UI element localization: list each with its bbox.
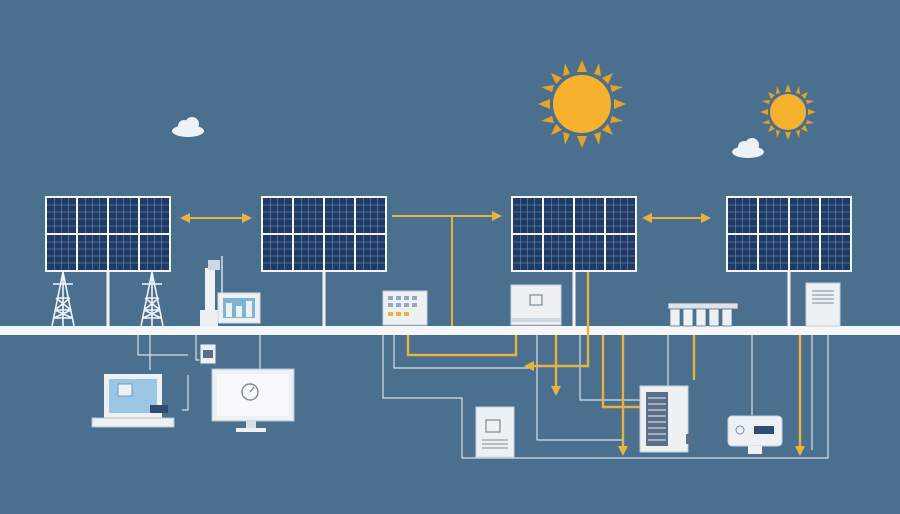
gauge-icon: [241, 383, 259, 401]
inverter-icon: [510, 284, 562, 326]
transmission-tower-icon: [51, 271, 75, 327]
solar-panel-icon: [107, 196, 171, 272]
double-arrow-icon: [642, 213, 711, 223]
solar-panel-icon: [788, 196, 852, 272]
solar-panel-icon: [323, 196, 387, 272]
sun-icon: [760, 84, 816, 140]
solar-panel-icon: [573, 196, 637, 272]
inverter-icon: [199, 343, 217, 365]
meter-icon: [727, 415, 783, 454]
double-arrow-icon: [180, 213, 252, 223]
cloud-icon: [732, 138, 764, 158]
panel-pole: [322, 270, 326, 326]
laptop-icon: [91, 374, 175, 428]
panel-pole: [106, 270, 110, 326]
sun-icon: [538, 60, 626, 148]
cloud-icon: [172, 117, 204, 137]
flow-arrow: [392, 211, 502, 326]
solar-panel-icon: [511, 196, 575, 272]
monitor-icon: [211, 368, 295, 432]
panel-pole: [572, 270, 576, 326]
solar-panel-icon: [726, 196, 790, 272]
flow-arrowheads: [524, 361, 805, 456]
monitor-icon: [217, 292, 261, 324]
solar-panel-icon: [45, 196, 109, 272]
server-rack-icon: [639, 385, 694, 453]
battery-bank-icon: [667, 302, 739, 327]
meter-icon: [382, 290, 428, 326]
charge-controller-icon: [475, 406, 515, 458]
flow-lines: [406, 272, 802, 450]
main-bus-line: [0, 326, 900, 335]
server-rack-icon: [805, 282, 841, 327]
solar-panel-icon: [261, 196, 325, 272]
panel-pole: [787, 270, 791, 326]
transmission-tower-icon: [140, 271, 164, 327]
